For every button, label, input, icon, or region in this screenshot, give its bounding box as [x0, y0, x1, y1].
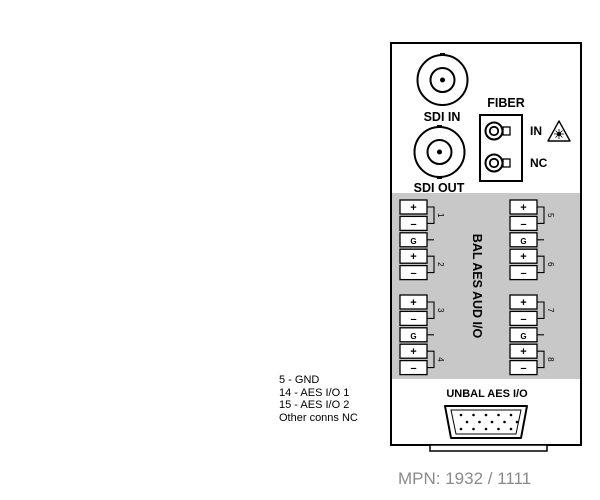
db15-pin [478, 420, 481, 424]
sdi-out-connector [413, 125, 466, 179]
terminal-block: + – G + – 5 6 [509, 199, 555, 281]
terminal-block: + – G + – 1 2 [399, 199, 445, 281]
pin-note-other: Other conns NC [279, 411, 358, 424]
mpn-label: MPN: 1932 / 1111 [398, 469, 532, 488]
db15-connector [444, 405, 528, 439]
db15-pin [472, 427, 475, 431]
channel-number: 4 [436, 357, 445, 362]
terminal-block: + – G + – 7 8 [509, 294, 555, 376]
channel-bracket [427, 350, 435, 369]
channel-number: 5 [546, 213, 555, 218]
db15-pin [503, 420, 506, 424]
db15-pin [497, 413, 500, 417]
channel-bracket [537, 301, 545, 319]
channel-bracket [537, 255, 545, 274]
unbal-aes-label: UNBAL AES I/O [446, 388, 528, 400]
fiber-port-in-label: IN [530, 124, 542, 138]
terminal-pin-label: – [520, 268, 526, 280]
db15-pin [515, 420, 519, 424]
db15-pin [459, 427, 463, 431]
sdi-out-label: SDI OUT [414, 181, 465, 195]
fiber-port-in [484, 121, 511, 141]
channel-number: 6 [546, 262, 555, 267]
fiber-label: FIBER [487, 96, 525, 110]
db15-pin [490, 420, 494, 424]
sdi-in-connector [416, 53, 469, 106]
terminal-pin-label: – [410, 218, 416, 230]
terminal-block: + – G + – 3 4 [399, 294, 445, 376]
db15-pin [484, 427, 488, 431]
bal-aes-title: BAL AES AUD I/O [470, 234, 484, 339]
terminal-pin-label: + [410, 346, 416, 358]
pin-note-aes1: 14 - AES I/O 1 [279, 386, 350, 399]
channel-number: 3 [436, 308, 445, 313]
channel-bracket [427, 301, 435, 319]
terminal-pin-label: + [520, 346, 526, 358]
terminal-pin-label: + [520, 251, 526, 263]
terminal-pin-label: G [410, 237, 416, 246]
channel-number: 1 [436, 213, 445, 218]
channel-bracket [427, 255, 435, 274]
pin-notes: 5 - GND 14 - AES I/O 1 15 - AES I/O 2 Ot… [279, 374, 358, 424]
db15-pin [472, 413, 475, 417]
db15-pins [459, 413, 519, 431]
terminal-pin-label: – [410, 268, 416, 280]
terminal-pin-label: – [410, 313, 416, 325]
terminal-pin-label: + [410, 251, 416, 263]
db15-pin [497, 427, 500, 431]
db15-pin [509, 427, 513, 431]
fiber-port-nc-label: NC [530, 156, 548, 170]
terminal-pin-label: + [410, 202, 416, 214]
terminal-pin-label: G [410, 332, 416, 341]
terminal-pin-label: + [520, 202, 526, 214]
db15-pin [465, 420, 469, 424]
terminal-pin-label: – [520, 363, 526, 375]
card-bracket [429, 444, 548, 452]
channel-bracket [537, 206, 545, 224]
pin-note-gnd: 5 - GND [279, 374, 320, 386]
channel-bracket [427, 206, 435, 224]
db15-pin [484, 413, 488, 417]
channel-bracket [537, 350, 545, 369]
terminal-pin-label: G [520, 237, 526, 246]
db15-pin [459, 413, 463, 417]
channel-number: 7 [546, 308, 555, 313]
terminal-pin-label: + [410, 297, 416, 309]
terminal-blocks: + – G + – 1 2 + – G + – 5 6 + – G + – 3 4 + – G + – 7 8 [399, 199, 555, 376]
terminal-pin-label: G [520, 332, 526, 341]
terminal-pin-label: – [410, 363, 416, 375]
laser-warning-icon [547, 120, 571, 142]
db15-pin [509, 413, 513, 417]
fiber-port-nc [484, 153, 511, 173]
terminal-pin-label: – [520, 313, 526, 325]
terminal-pin-label: + [520, 297, 526, 309]
pin-note-aes2: 15 - AES I/O 2 [279, 399, 350, 411]
channel-number: 8 [546, 357, 555, 362]
terminal-pin-label: – [520, 218, 526, 230]
channel-number: 2 [436, 262, 445, 267]
sdi-in-label: SDI IN [424, 110, 461, 124]
